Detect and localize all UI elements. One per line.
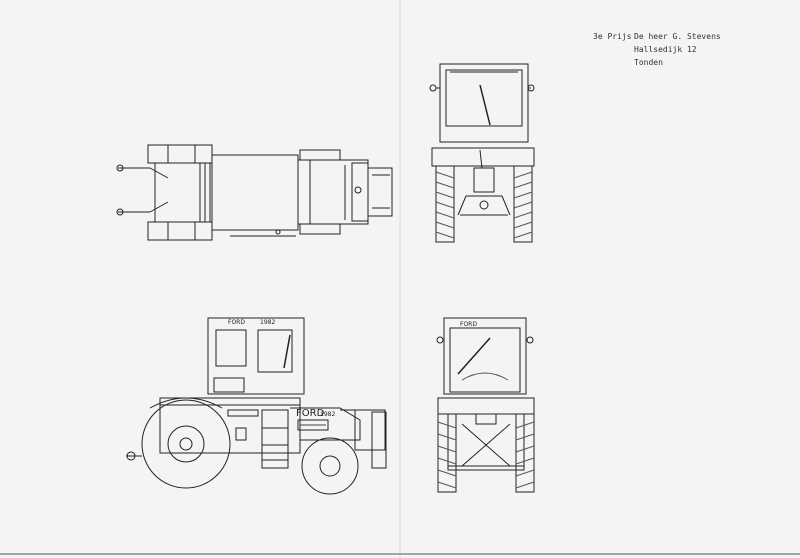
body-model-label: 1982: [320, 411, 335, 418]
rear-view: [436, 317, 535, 493]
front-view: [429, 63, 535, 243]
cab-side-model-label: 1982: [260, 319, 275, 326]
owner-name: De heer G. Stevens: [634, 32, 721, 41]
body-brand-label: FORD: [296, 408, 325, 419]
side-view: [126, 317, 387, 495]
cab-rear-brand-label: FORD: [460, 321, 477, 328]
owner-town: Tonden: [634, 58, 663, 67]
prize-label: 3e Prijs: [593, 32, 632, 41]
cab-side-brand-label: FORD: [228, 319, 245, 326]
top-view: [116, 144, 393, 241]
owner-street: Hallsedijk 12: [634, 45, 697, 54]
